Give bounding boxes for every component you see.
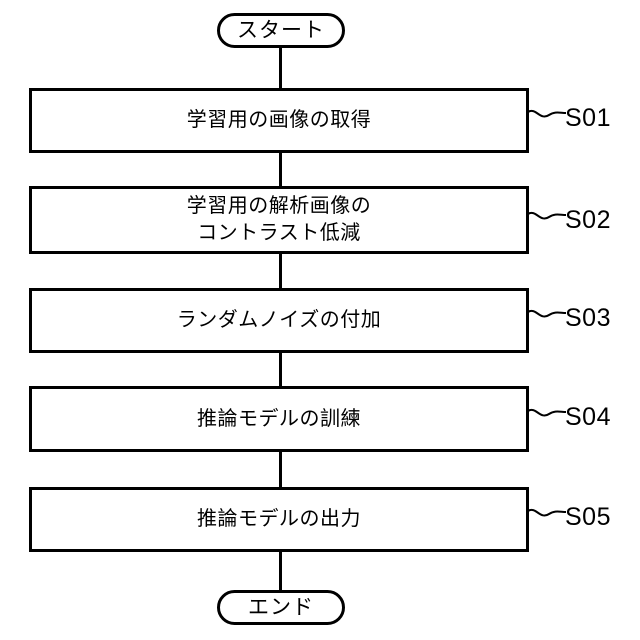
leader-line-s03 <box>527 304 567 326</box>
process-box-s04: 推論モデルの訓練 <box>29 386 529 452</box>
start-terminator: スタート <box>217 13 345 48</box>
process-label-s02: 学習用の解析画像の コントラスト低減 <box>186 195 372 244</box>
leader-line-s05 <box>527 503 567 525</box>
step-id-s05: S05 <box>565 503 611 531</box>
end-terminator-label: エンド <box>248 596 314 619</box>
connector-step5-to-end <box>279 552 282 592</box>
process-label-s03: ランダムノイズの付加 <box>176 309 382 331</box>
connector-step4-to-step5 <box>279 452 282 488</box>
process-label-s04: 推論モデルの訓練 <box>197 407 361 430</box>
start-terminator-label: スタート <box>237 19 325 42</box>
step-id-s01: S01 <box>565 104 611 132</box>
connector-step3-to-step4 <box>279 353 282 387</box>
process-label-s01: 学習用の画像の取得 <box>186 109 372 131</box>
process-box-s05: 推論モデルの出力 <box>29 487 529 552</box>
connector-step1-to-step2 <box>279 153 282 187</box>
leader-line-s01 <box>527 104 567 126</box>
process-label-s05: 推論モデルの出力 <box>197 508 361 530</box>
process-box-s02: 学習用の解析画像の コントラスト低減 <box>29 186 529 254</box>
connector-start-to-step1 <box>279 47 282 89</box>
leader-line-s04 <box>527 403 567 425</box>
process-box-s03: ランダムノイズの付加 <box>29 288 529 353</box>
step-id-s02: S02 <box>565 206 611 234</box>
step-id-s04: S04 <box>565 403 611 431</box>
end-terminator: エンド <box>217 590 345 625</box>
leader-line-s02 <box>527 206 567 228</box>
process-box-s01: 学習用の画像の取得 <box>29 88 529 153</box>
step-id-s03: S03 <box>565 304 611 332</box>
connector-step2-to-step3 <box>279 254 282 289</box>
